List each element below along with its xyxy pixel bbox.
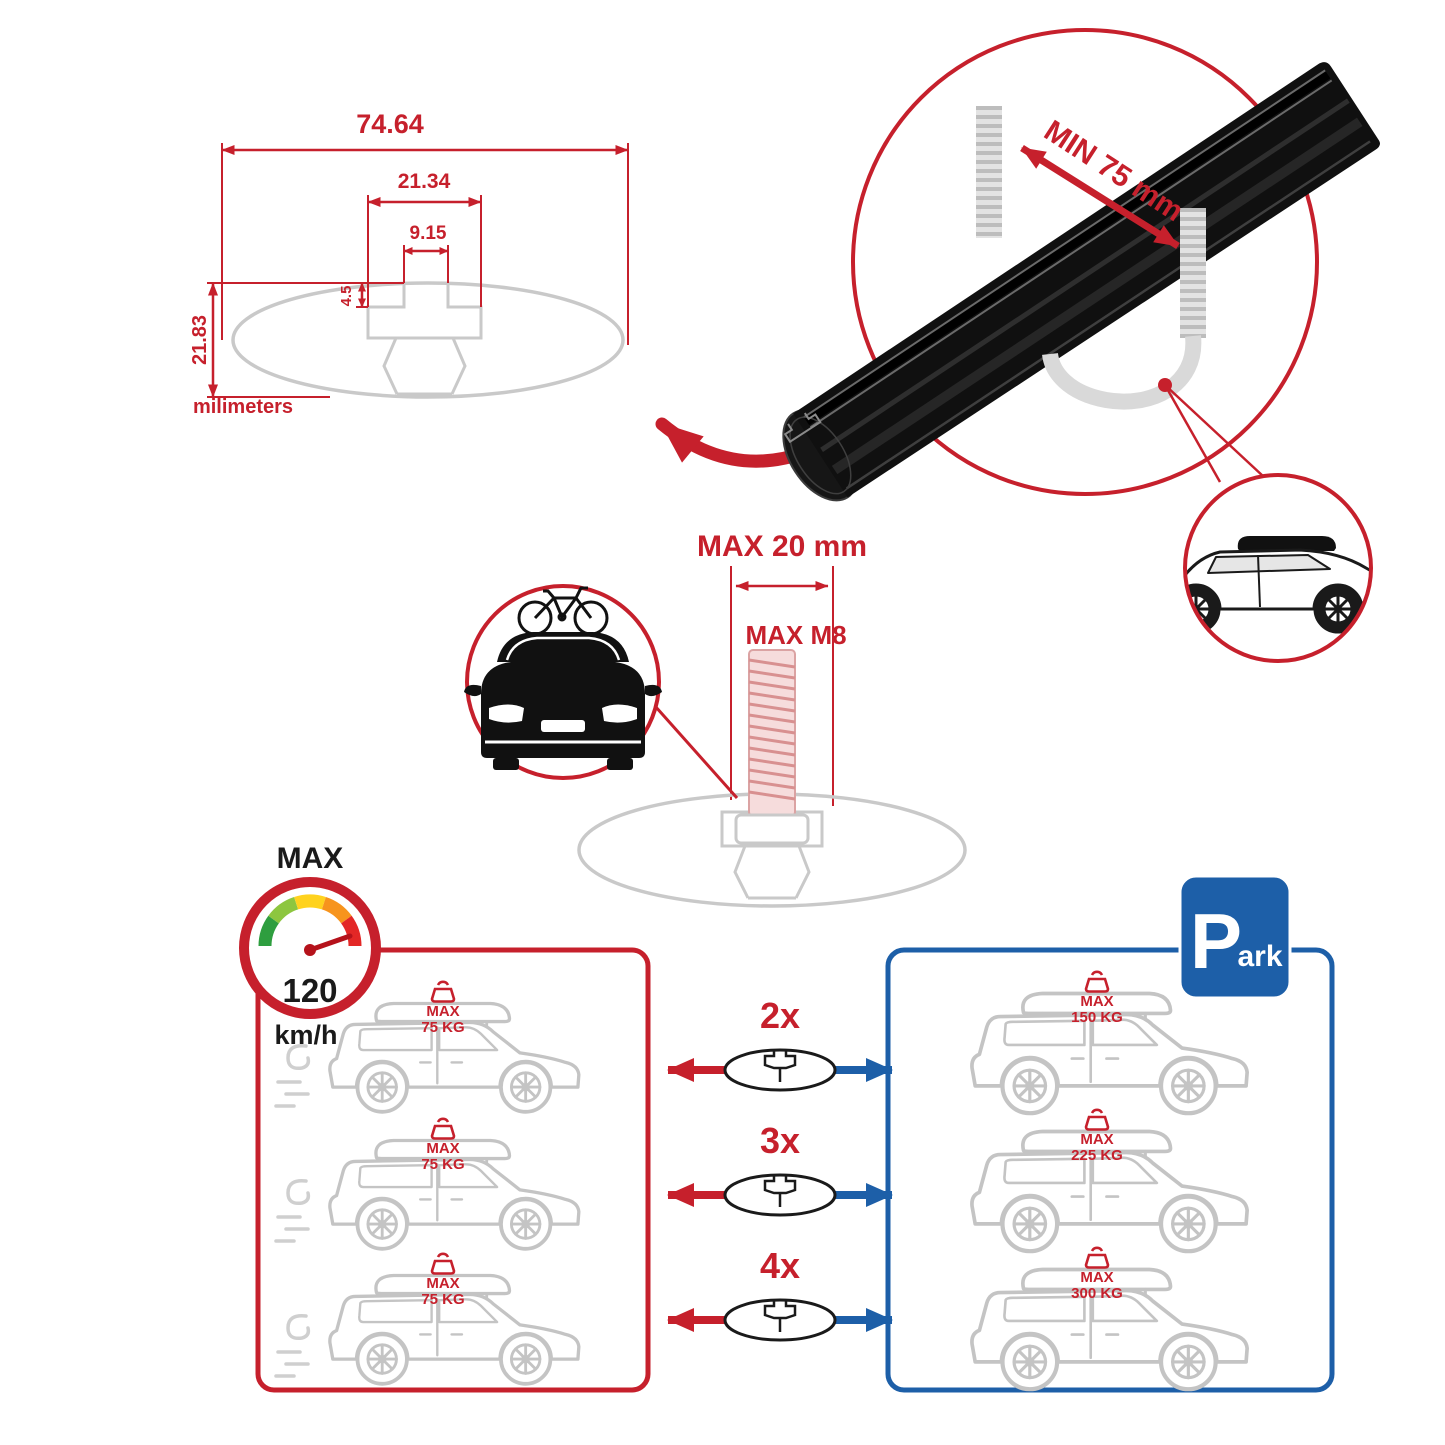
load-label: MAX 75 KG (421, 1117, 465, 1173)
park-initial: P (1190, 897, 1242, 985)
max-length-label: MAX 20 mm (697, 530, 867, 563)
multiplier-label: 4x (760, 1245, 800, 1286)
channel-width-value: 21.34 (398, 170, 451, 193)
multiplier-label: 2x (760, 995, 800, 1036)
total-width-value: 74.64 (356, 109, 424, 139)
load-weight-value: 75 KG (421, 1019, 464, 1036)
park-sign-icon: P ark (1178, 874, 1292, 1000)
gauge-arc (258, 894, 362, 947)
load-weight-value: 75 KG (421, 1291, 464, 1308)
car-front-icon (464, 632, 662, 770)
needle-pivot (304, 944, 316, 956)
bolt-illustration (734, 649, 810, 845)
crossbar-bar (782, 62, 1380, 502)
max-load-label: MAX (426, 1140, 459, 1157)
max-load-label: MAX (1080, 993, 1113, 1010)
height-value: 21.83 (189, 315, 211, 365)
load-weight-value: 300 KG (1071, 1285, 1123, 1302)
suv-inset (1183, 473, 1373, 663)
u-bolt-rod-rear (1042, 208, 1206, 410)
speed-max-label: MAX (277, 842, 344, 875)
parked-cars: MAX 150 KG MAX 225 KG MAX 300 KG (972, 970, 1247, 1389)
closeup-circle (851, 28, 1319, 496)
crossbar-cross-section-outline (231, 281, 625, 399)
crossbar-profile-icon (723, 1048, 837, 1092)
crossbar-profile-icon (723, 1298, 837, 1342)
leader-line (1164, 384, 1265, 478)
max-load-label: MAX (1080, 1269, 1113, 1286)
multiplier-rows: 2x 3x 4x (667, 995, 893, 1342)
load-weight-value: 150 KG (1071, 1009, 1123, 1026)
inset-circle (1183, 473, 1373, 663)
load-weight-value: 225 KG (1071, 1147, 1123, 1164)
load-weight-value: 75 KG (421, 1156, 464, 1173)
profile-column (382, 337, 467, 396)
dimension-drawing: 74.64 21.34 9.15 4.5 21.83 milimeters (189, 109, 629, 418)
driving-cars: MAX 75 KG MAX 75 KG MAX 75 KG (274, 980, 579, 1384)
load-label: MAX 150 KG (1071, 970, 1123, 1026)
slot-width-value: 9.15 (410, 223, 447, 244)
min-span-arrow (1020, 145, 1180, 249)
park-rest: ark (1237, 940, 1282, 973)
units-label: milimeters (193, 396, 293, 418)
leader-line (653, 705, 739, 799)
max-load-label: MAX (426, 1275, 459, 1292)
max-load-label: MAX (1080, 1131, 1113, 1148)
slot-depth-value: 4.5 (338, 286, 355, 307)
park-sign-bg (1178, 874, 1292, 1000)
load-label: MAX 300 KG (1071, 1246, 1123, 1302)
max-thread-label: MAX M8 (745, 620, 846, 650)
bolt-spec: MAX 20 mm MAX M8 (577, 530, 967, 908)
load-label: MAX 75 KG (421, 980, 465, 1036)
speed-value: 120 (282, 972, 337, 1009)
bike-car-inset (464, 584, 739, 799)
speed-limit: MAX 120 km/h (239, 842, 381, 1050)
speed-unit: km/h (274, 1020, 337, 1050)
load-label: MAX 75 KG (421, 1252, 465, 1308)
leader-line (1163, 384, 1222, 483)
gauge-needle (307, 933, 353, 953)
t-nut (734, 813, 810, 845)
profile-column (733, 845, 811, 900)
crossbar-closeup: MIN 75 mm (782, 28, 1380, 502)
max-load-label: MAX (426, 1003, 459, 1020)
t-slot-profile (720, 794, 824, 848)
t-slot-profile (366, 283, 483, 340)
crossbar-profile-icon (723, 1173, 837, 1217)
load-label: MAX 225 KG (1071, 1108, 1123, 1164)
multiplier-label: 3x (760, 1120, 800, 1161)
